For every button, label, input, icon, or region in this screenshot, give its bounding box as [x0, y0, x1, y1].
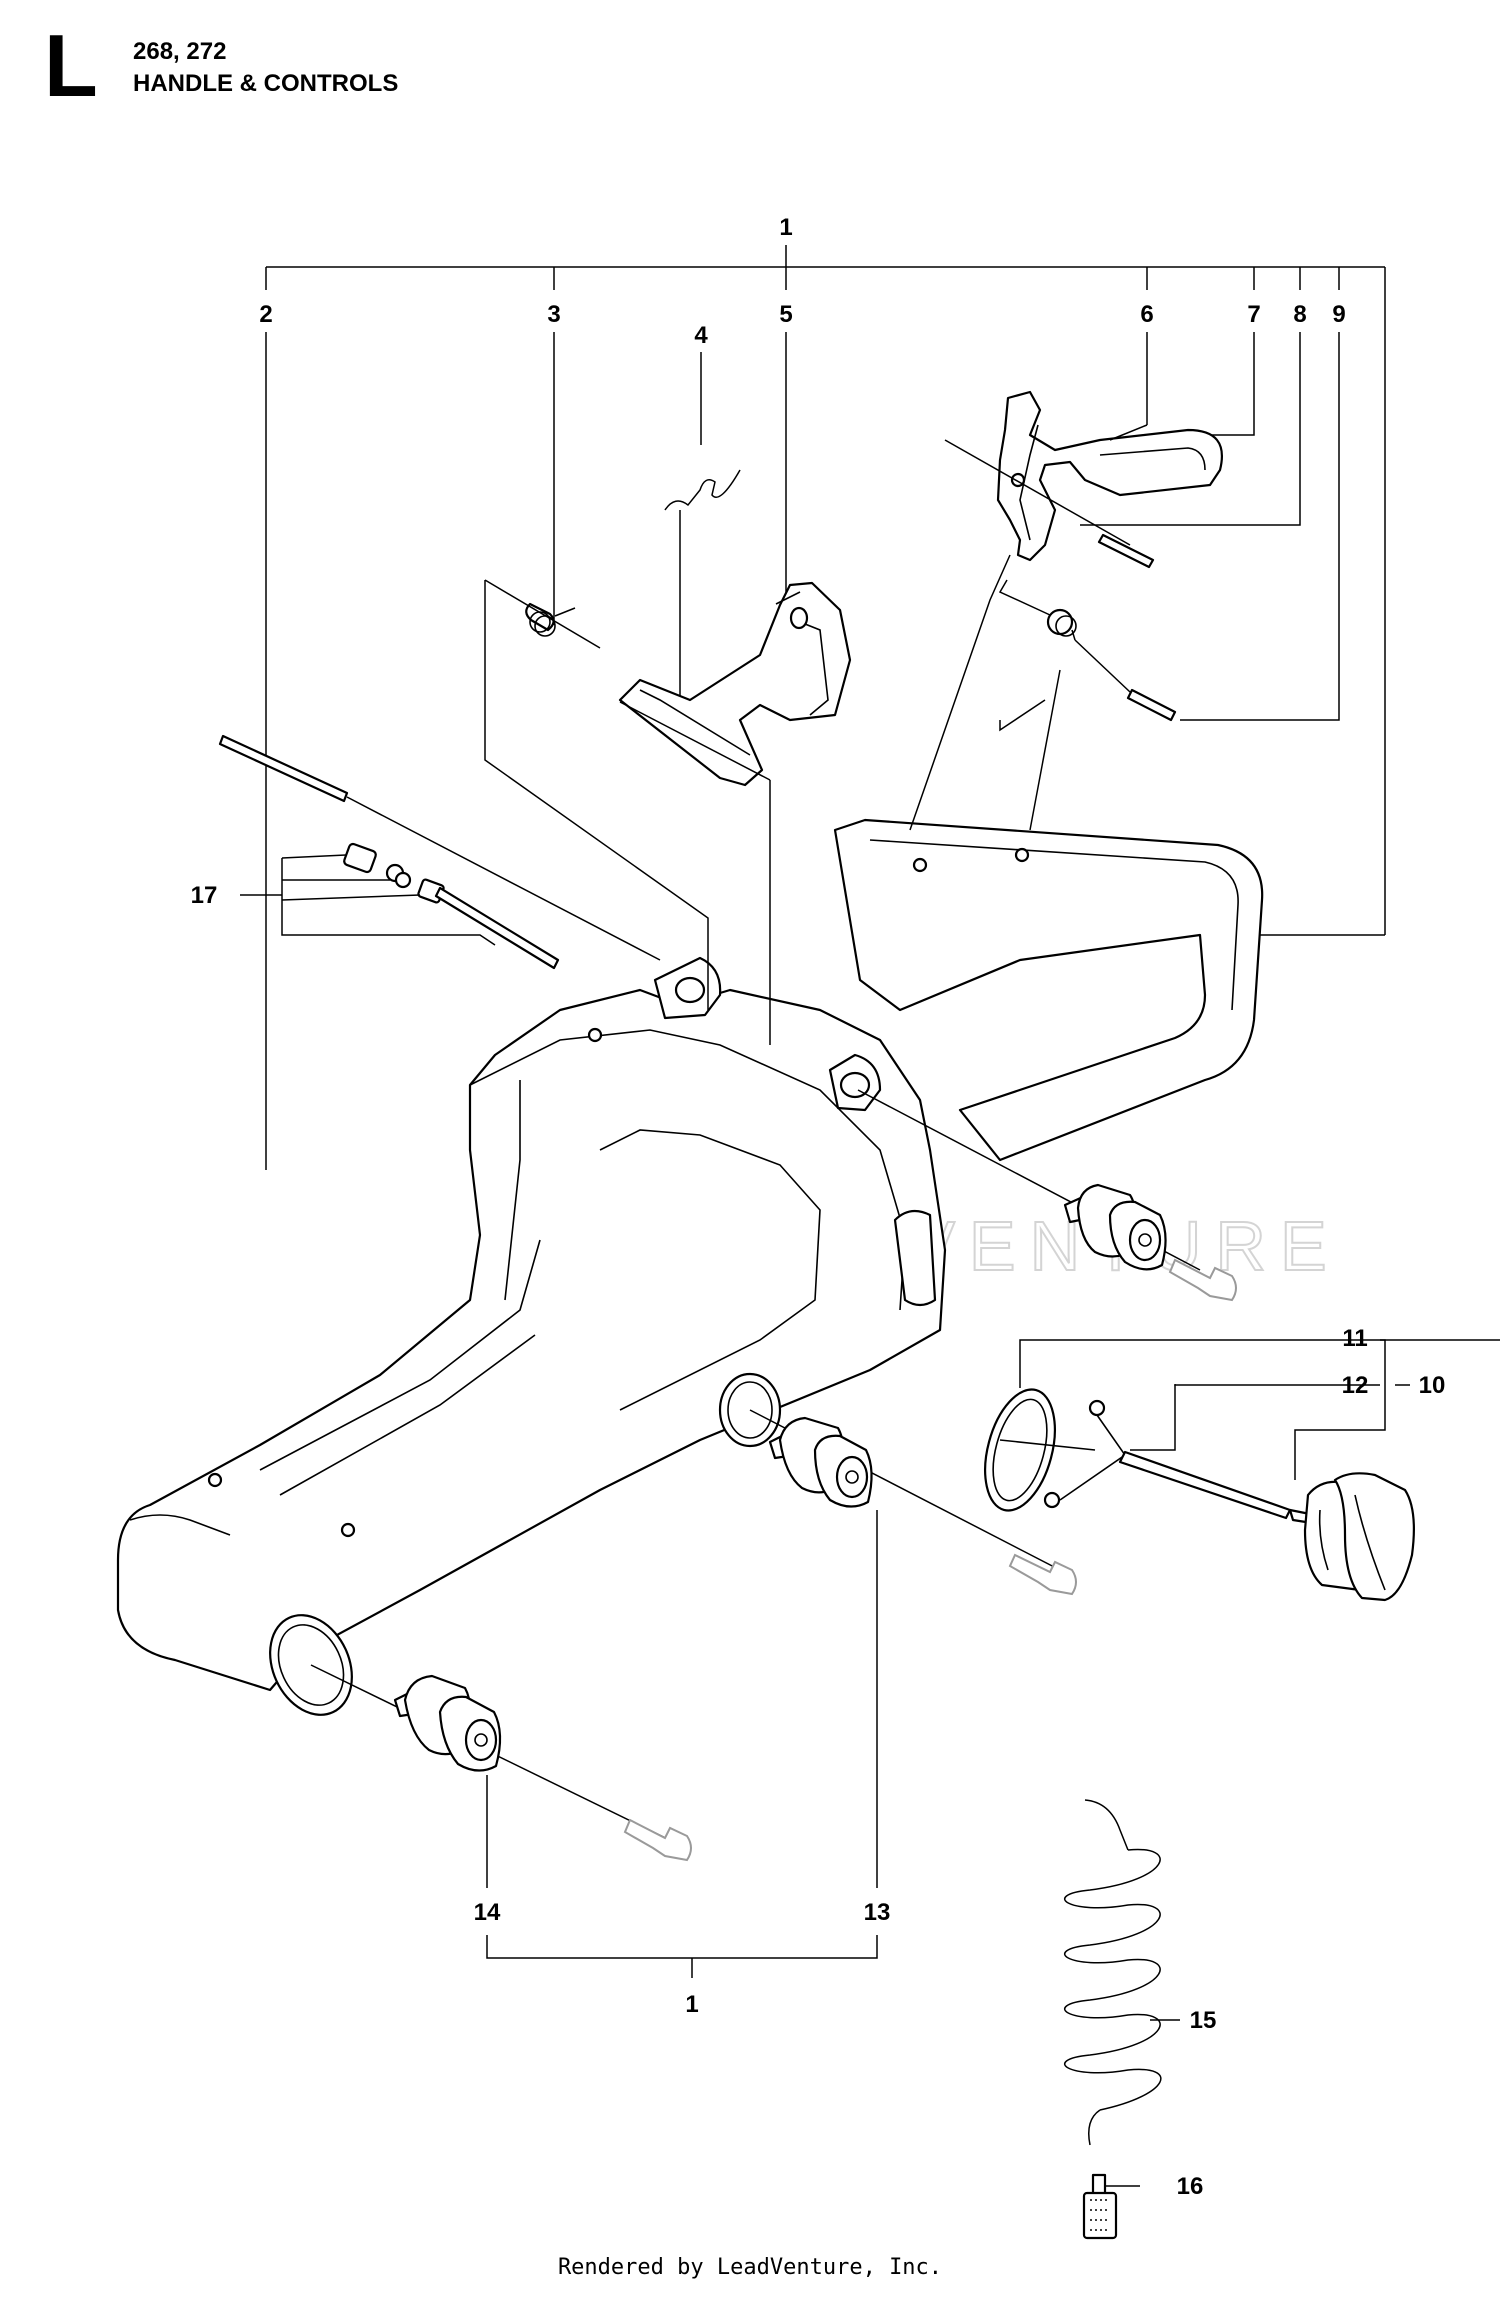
part-6-throttle-trigger: [944, 390, 1223, 562]
part-9-pin: [1074, 639, 1177, 722]
bottom-group-bracket: [486, 1935, 878, 1978]
callout-2: 2: [259, 301, 272, 328]
part-2-pin: [218, 734, 661, 961]
callout-3: 3: [547, 301, 560, 328]
callout-5: 5: [779, 301, 792, 328]
part-10-fuel-cap: [1288, 1472, 1415, 1602]
callout-1-bottom: 1: [685, 1991, 698, 2018]
part-15-fuel-hose: [1064, 1799, 1180, 2146]
rear-handle-body: [116, 956, 947, 1716]
callout-9: 9: [1332, 301, 1345, 328]
part-3-torsion-spring: [484, 579, 709, 1010]
section-title: HANDLE & CONTROLS: [133, 70, 399, 97]
footer-credit: Rendered by LeadVenture, Inc.: [557, 2255, 943, 2280]
part-7-pin: [1097, 533, 1155, 569]
callout-12: 12: [1342, 1372, 1369, 1399]
callout-13: 13: [864, 1899, 891, 1926]
part-4-wire-spring: [664, 469, 741, 700]
callout-8: 8: [1293, 301, 1306, 328]
callout-6: 6: [1140, 301, 1153, 328]
part-5-throttle-lockout: [618, 581, 852, 1045]
top-group-bracket: [265, 245, 1386, 935]
section-letter: L: [44, 16, 98, 115]
part-11-o-ring: [984, 1388, 1056, 1512]
part-13-av-mount: [749, 1409, 1077, 1596]
part-17-throttle-rod-kit: [240, 842, 560, 970]
callout-17: 17: [191, 882, 218, 909]
callout-1-top: 1: [779, 214, 792, 241]
part-14-av-mount: [310, 1664, 692, 1862]
part-8-spring: [998, 579, 1077, 732]
part-16-fuel-filter: [1082, 2173, 1140, 2240]
part-1-upper-av-mount: [857, 1089, 1237, 1302]
model-numbers: 268, 272: [133, 38, 227, 65]
callout-4: 4: [694, 322, 708, 349]
front-handle-bar: [833, 818, 1264, 1162]
callout-14: 14: [474, 1899, 501, 1926]
callout-10: 10: [1419, 1372, 1446, 1399]
callout-7: 7: [1247, 301, 1260, 328]
callout-15: 15: [1190, 2007, 1217, 2034]
part-12-fuel-pickup-arm: [999, 1399, 1292, 1520]
callout-16: 16: [1177, 2173, 1204, 2200]
callout-11: 11: [1342, 1325, 1367, 1352]
